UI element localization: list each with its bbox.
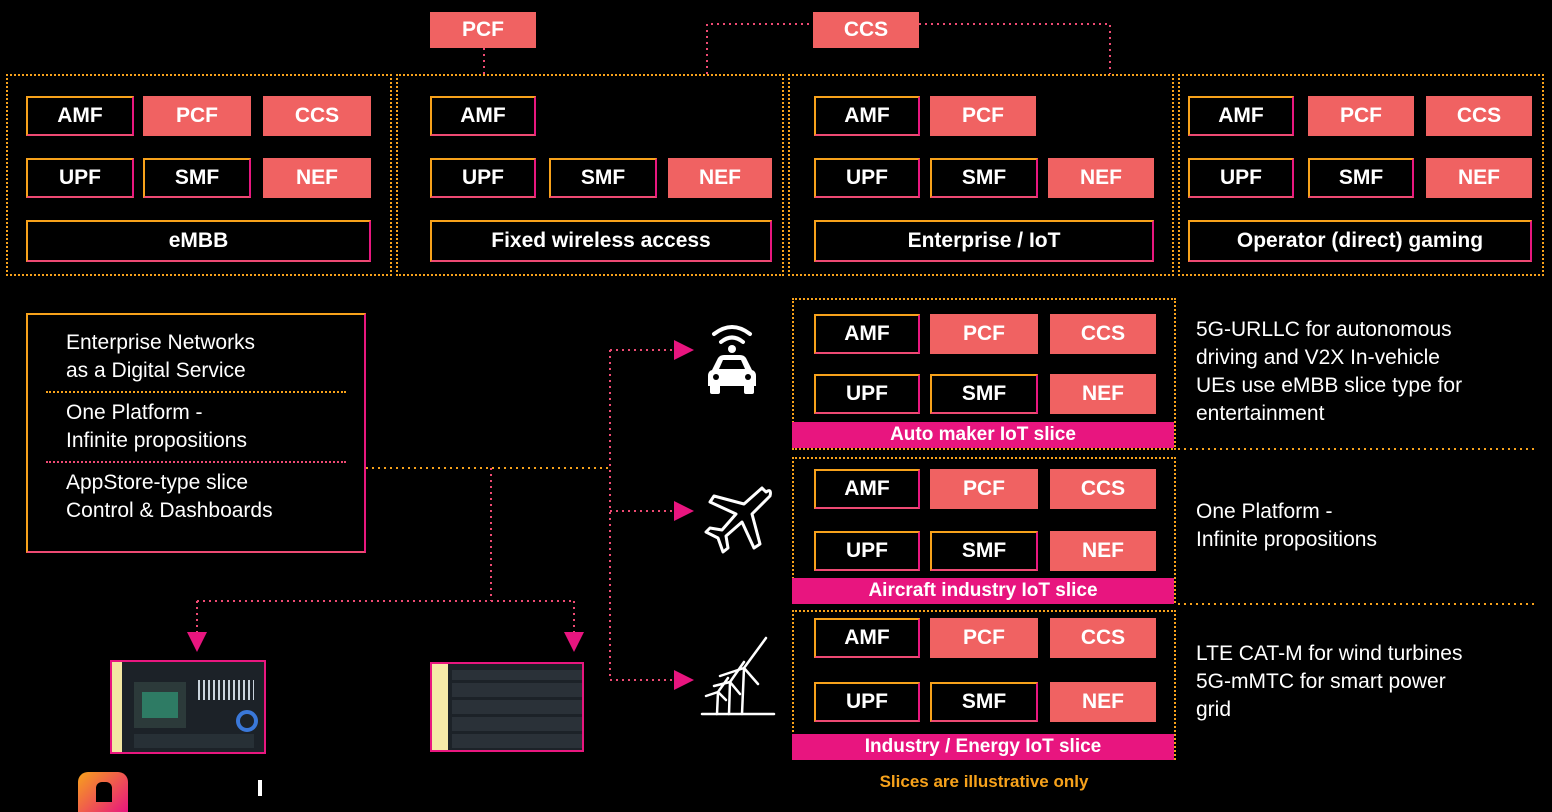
upf-box: UPF	[26, 158, 134, 198]
brand-logo-text-fragment	[258, 780, 262, 796]
amf-box: AMF	[26, 96, 134, 136]
upf-box: UPF	[814, 158, 920, 198]
iot-slice-description: 5G-URLLC for autonomous driving and V2X …	[1196, 318, 1463, 425]
pcf-box: PCF	[143, 96, 251, 136]
ccs-box: CCS	[1426, 96, 1532, 136]
slice-label: Operator (direct) gaming	[1188, 220, 1532, 262]
iot-slice-title: Aircraft industry IoT slice	[792, 578, 1174, 604]
smf-box: SMF	[1308, 158, 1414, 198]
pcf-box: PCF	[930, 469, 1038, 509]
amf-box: AMF	[814, 469, 920, 509]
nef-box: NEF	[1050, 374, 1156, 414]
nef-box: NEF	[1050, 531, 1156, 571]
upf-box: UPF	[814, 531, 920, 571]
ccs-box: CCS	[1050, 469, 1156, 509]
smf-box: SMF	[930, 158, 1038, 198]
platform-item: AppStore-type slice Control & Dashboards	[66, 471, 273, 522]
iot-slice-title: Industry / Energy IoT slice	[792, 734, 1174, 760]
platform-box: Enterprise Networks as a Digital Service…	[26, 313, 366, 553]
pcf-box: PCF	[930, 618, 1038, 658]
pcf-box: PCF	[1308, 96, 1414, 136]
iot-slice-description: LTE CAT-M for wind turbines 5G-mMTC for …	[1196, 642, 1463, 721]
smf-box: SMF	[930, 374, 1038, 414]
smf-box: SMF	[549, 158, 657, 198]
amf-box: AMF	[814, 314, 920, 354]
connected-car-icon	[700, 318, 764, 398]
shared-pcf: PCF	[430, 12, 536, 48]
upf-box: UPF	[814, 374, 920, 414]
nef-box: NEF	[1426, 158, 1532, 198]
smf-box: SMF	[930, 682, 1038, 722]
slice-label: eMBB	[26, 220, 371, 262]
amf-box: AMF	[430, 96, 536, 136]
brand-logo-cutout	[96, 782, 112, 802]
slice-group-embb: AMF PCF CCS UPF SMF NEF eMBB	[6, 74, 392, 276]
platform-item: One Platform - Infinite propositions	[66, 401, 247, 452]
shared-ccs: CCS	[813, 12, 919, 48]
dashboard-thumbnail-1	[110, 660, 266, 754]
ccs-box: CCS	[1050, 314, 1156, 354]
ccs-box: CCS	[263, 96, 371, 136]
slice-label: Fixed wireless access	[430, 220, 772, 262]
amf-box: AMF	[814, 618, 920, 658]
platform-divider	[46, 461, 346, 463]
iot-slice-industry-energy: AMF PCF CCS UPF SMF NEF	[792, 610, 1176, 760]
nef-box: NEF	[668, 158, 772, 198]
iot-slice-auto-maker: AMF PCF CCS UPF SMF NEF	[792, 298, 1176, 450]
smf-box: SMF	[930, 531, 1038, 571]
iot-slice-aircraft: AMF PCF CCS UPF SMF NEF	[792, 457, 1176, 603]
pcf-box: PCF	[930, 314, 1038, 354]
dashboard-thumbnail-2	[430, 662, 584, 752]
upf-box: UPF	[814, 682, 920, 722]
iot-slice-description: One Platform - Infinite propositions	[1196, 500, 1377, 551]
ccs-box: CCS	[1050, 618, 1156, 658]
upf-box: UPF	[1188, 158, 1294, 198]
iot-slice-title: Auto maker IoT slice	[792, 422, 1174, 448]
slice-group-gaming: AMF PCF CCS UPF SMF NEF Operator (direct…	[1178, 74, 1544, 276]
amf-box: AMF	[814, 96, 920, 136]
slice-group-enterprise-iot: AMF PCF UPF SMF NEF Enterprise / IoT	[788, 74, 1174, 276]
wind-turbine-icon	[700, 636, 776, 718]
pcf-box: PCF	[930, 96, 1036, 136]
slice-group-fwa: AMF UPF SMF NEF Fixed wireless access	[396, 74, 784, 276]
smf-box: SMF	[143, 158, 251, 198]
upf-box: UPF	[430, 158, 536, 198]
platform-item: Enterprise Networks as a Digital Service	[66, 331, 256, 382]
nef-box: NEF	[263, 158, 371, 198]
nef-box: NEF	[1050, 682, 1156, 722]
footnote: Slices are illustrative only	[879, 772, 1089, 791]
slice-label: Enterprise / IoT	[814, 220, 1154, 262]
airplane-icon	[700, 482, 776, 558]
amf-box: AMF	[1188, 96, 1294, 136]
nef-box: NEF	[1048, 158, 1154, 198]
platform-divider	[46, 391, 346, 393]
